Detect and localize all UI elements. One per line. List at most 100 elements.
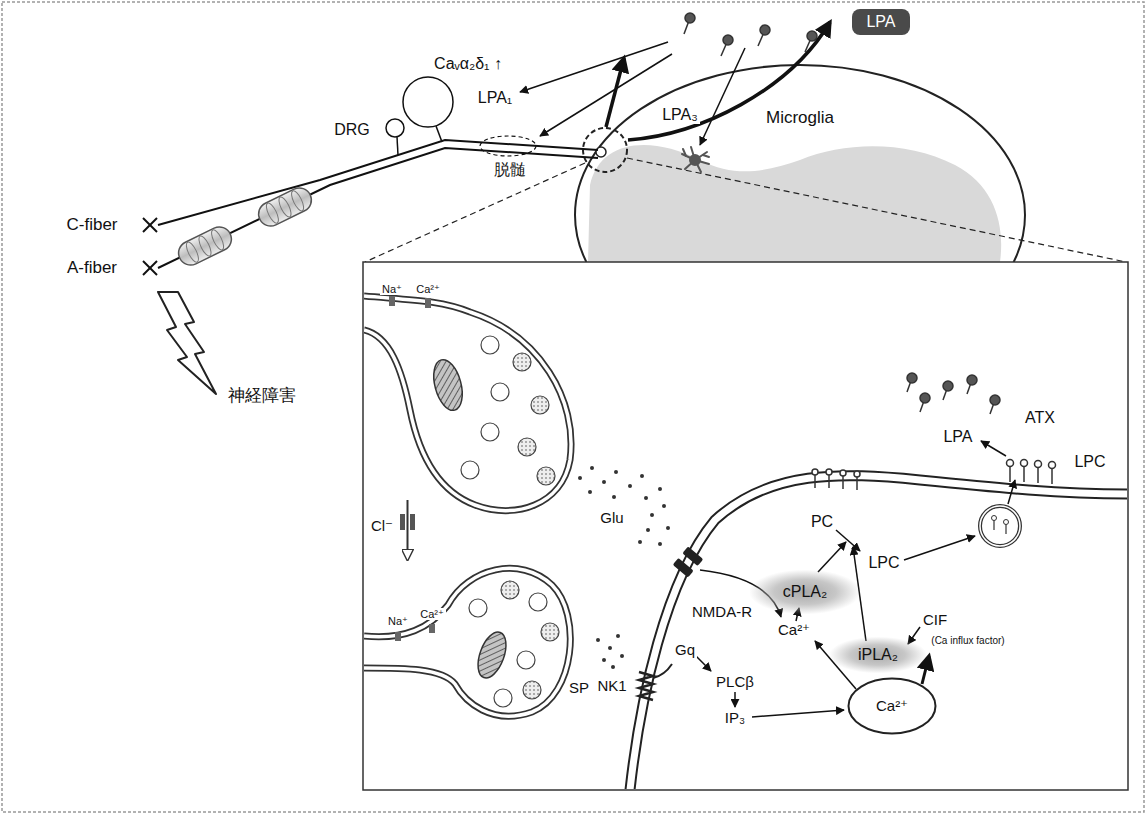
synaptic-vesicle [494,689,512,707]
transmitter-label: SP [567,680,591,697]
substance-p-release [596,634,624,669]
phospholipid [812,469,818,475]
presynaptic-terminal [364,296,571,511]
receptor-label: LPA₁ [476,89,514,107]
lpc-vesicle [992,516,997,521]
chloride-channel [410,514,415,530]
inset-frame [363,262,1128,790]
substance-p-release [616,634,620,638]
substance-p-release [608,646,612,650]
node-text: iPLA₂ [858,646,898,664]
er-calcium-store: Ca²⁺ [847,677,937,735]
synaptic-vesicle [517,651,535,669]
messenger-label: IP₃ [723,710,747,727]
protein-label: Gq [673,642,697,659]
substance-p-release [611,665,615,669]
drg-cell [386,119,404,137]
phospholipid [840,470,846,476]
receptor-label: LPA₃ [660,106,700,124]
synaptic-vesicle [481,336,499,354]
nk1-receptor [639,664,672,700]
pathway-arrow [1008,480,1015,504]
ion-label: Cl⁻ [369,518,395,535]
microglia-cell [682,147,709,172]
glutamate-release [588,490,592,494]
cut-mark [143,218,157,275]
signal-arrow [520,42,668,92]
lesion-label: 脱髄 [492,161,528,179]
presynaptic-terminal [364,296,571,511]
presynaptic-terminal [364,568,570,716]
myelin-sheath [255,184,316,230]
fiber-label: A-fiber [65,259,119,278]
lpc-molecule [1023,466,1025,482]
lpc-molecule [1051,468,1053,484]
glutamate-release [612,495,616,499]
glutamate-release [644,496,648,500]
cell-label: Microglia [764,109,836,128]
lpc-vesicle [1004,520,1009,525]
nerve-injury-bolt [158,292,216,394]
pathway-arrow [981,441,1006,456]
lpa-molecule [807,31,817,41]
injury-label: 神経障害 [226,387,298,406]
postsynaptic-membrane [630,476,1127,789]
substance-p-release [602,658,606,662]
enzyme-blob: iPLA₂ [830,637,926,673]
ion-channel [395,632,401,641]
substance-p-release [596,638,600,642]
presynaptic-terminal [364,296,571,511]
cut-mark [143,261,157,275]
presynaptic-terminal [364,296,571,511]
lpc-molecule [1021,460,1028,467]
presynaptic-terminal [364,568,570,716]
myelin-sheath [175,223,236,269]
lpc-vesicle [1005,524,1006,534]
lipid-label: LPA [941,428,974,446]
glutamate-release [666,526,670,530]
myelin-sheath [289,189,306,212]
chloride-channel [400,500,415,560]
synaptic-vesicle [523,681,541,699]
lpa-molecule [723,35,733,45]
lipid-label: LPC [1072,453,1107,471]
glutamate-release [640,474,644,478]
node-text: cPLA₂ [783,583,827,601]
er-outline [849,679,936,734]
pathway-arrow [904,536,975,560]
nerve-fibers [397,137,398,155]
lpc-molecule [1035,461,1042,468]
receptor-label: NK1 [595,678,628,695]
nk1-receptor [639,672,653,700]
ion-label: Ca²⁺ [414,283,442,295]
ion-label: Na⁺ [380,283,404,295]
spinal-cord [596,147,606,157]
myelin-sheath [209,228,226,251]
synaptic-vesicle [501,581,519,599]
presynaptic-terminal [364,568,570,716]
signal-arrow [606,58,624,127]
myelin-sheath [264,201,281,224]
pathway-arrow [696,656,711,671]
ion-channel [429,624,435,633]
lpc-molecule [1007,460,1014,467]
lpc-vesicle [980,506,1020,546]
lpa-molecule [760,25,770,35]
substance-p-release [620,654,624,658]
mitochondrion [429,357,468,414]
protein-label: Caᵥα₂δ₁ ↑ [432,55,504,73]
enzyme-blob: cPLA₂ [750,570,860,614]
lpc-vesicle [980,506,1020,546]
zoom-line [365,158,1126,262]
myelin-sheath [255,184,316,230]
signal-arrow [540,54,672,136]
receptor-label: NMDA-R [690,604,754,621]
nmda-receptor [673,558,694,578]
lpa-molecule [684,13,817,56]
synaptic-vesicle [513,353,531,371]
myelin-sheath [277,195,294,218]
synaptic-vesicle [461,336,555,485]
nmda-receptor [673,546,704,577]
